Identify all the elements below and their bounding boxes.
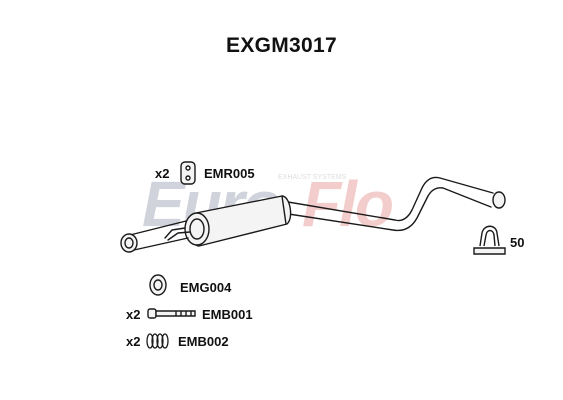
silencer-end-cap — [184, 212, 210, 246]
emr005-label: EMR005 — [204, 166, 255, 181]
watermark-tagline: EXHAUST SYSTEMS — [278, 174, 347, 181]
u-clamp-label: 50 — [510, 235, 525, 250]
rubber-mount-icon — [180, 161, 196, 185]
emb001-label: EMB001 — [202, 307, 253, 322]
u-clamp-icon — [473, 225, 506, 255]
part-number-title: EXGM3017 — [226, 34, 337, 57]
spring-icon — [146, 333, 169, 349]
gasket-icon — [149, 274, 167, 296]
hanger-bracket — [164, 227, 191, 241]
emb002-label: EMB002 — [178, 334, 229, 349]
emr005-qty: x2 — [155, 166, 170, 181]
exhaust-pipe-assembly — [120, 176, 506, 253]
front-pipe — [129, 220, 187, 236]
emb002-qty: x2 — [126, 334, 141, 349]
tailpipe — [281, 176, 494, 222]
front-flange — [120, 233, 138, 253]
emb001-qty: x2 — [126, 307, 141, 322]
tailpipe-outlet — [492, 191, 506, 209]
bolt-icon — [147, 308, 196, 319]
emg004-label: EMG004 — [180, 280, 232, 295]
